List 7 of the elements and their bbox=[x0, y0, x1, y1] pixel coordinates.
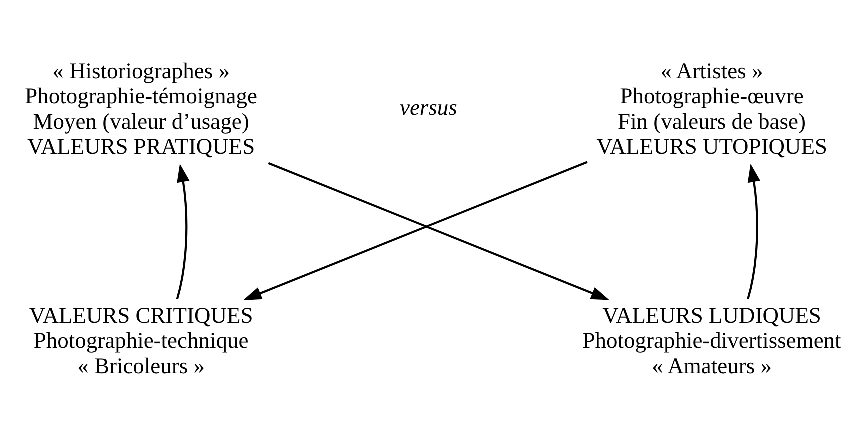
node-text: VALEURS LUDIQUES Photographie-divertissement « Amateurs » bbox=[582, 302, 842, 378]
arrow bbox=[176, 164, 190, 300]
arrow bbox=[747, 164, 760, 300]
node-text: « Historiographes » Photographie-témoignage Moyen (valeur d’usage) VALEURS PRATIQUES bbox=[25, 58, 258, 160]
node-text: VALEURS CRITIQUES Photographie-technique « Bricoleurs » bbox=[29, 302, 254, 378]
node-text: « Artistes » Photographie-œuvre Fin (valeurs de base) VALEURS UTOPIQUES bbox=[596, 58, 828, 160]
label: versus bbox=[400, 94, 458, 120]
